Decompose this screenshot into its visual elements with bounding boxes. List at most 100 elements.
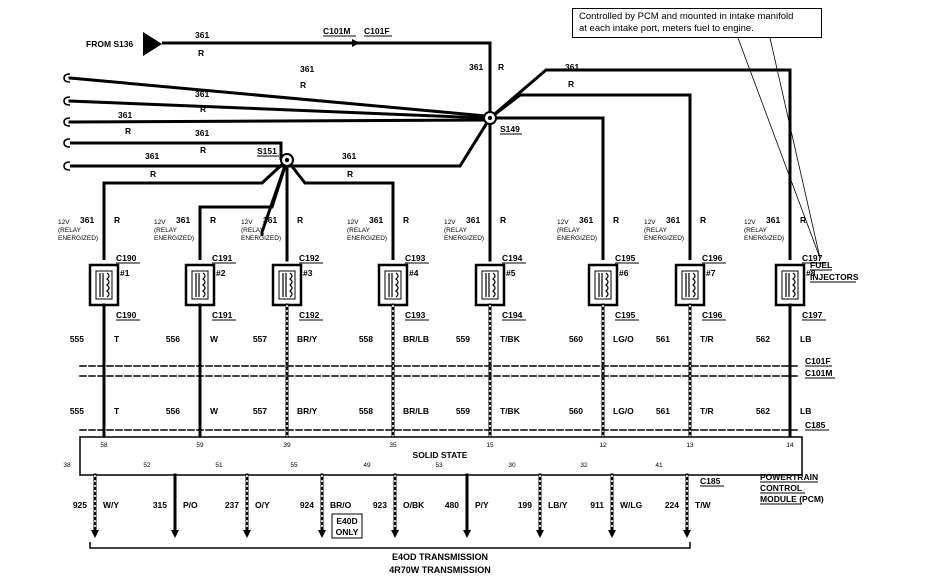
injector-1-out-circuit: 555: [70, 334, 84, 344]
output-7-pin: 30: [508, 462, 516, 469]
injector-8-out-color-2: LB: [800, 406, 811, 416]
feed-0-color: R: [300, 80, 306, 90]
pcm-module-label-0: POWERTRAIN: [760, 472, 818, 482]
output-4-note-box: [331, 513, 363, 539]
transmission-label-2: 4R70W TRANSMISSION: [389, 565, 491, 575]
injector-4-pcm-pin: 35: [389, 442, 397, 449]
pcm-module-label-2: MODULE (PCM): [760, 494, 824, 504]
injector-8-out-color: LB: [800, 334, 811, 344]
injector-8-in-circuit: 361: [766, 215, 780, 225]
injector-7-voltage-0: 12V: [644, 219, 656, 226]
injector-1-voltage-0: 12V: [58, 219, 70, 226]
wire-layer: [63, 32, 821, 549]
injector-3-in-circuit: 361: [263, 215, 277, 225]
injector-8-number: #8: [806, 268, 816, 278]
conn-c101f-top: C101F: [364, 26, 390, 36]
injector-3-pcm-pin: 39: [283, 442, 291, 449]
injector-3-out-circuit-2: 557: [253, 406, 267, 416]
splice-s151-center: [284, 157, 290, 163]
c101f-label: C101F: [805, 356, 831, 366]
feed-4-circuit: 361: [145, 151, 159, 161]
injector-4-in-color: R: [403, 215, 409, 225]
injector-8-out-circuit: 562: [756, 334, 770, 344]
injector-4-out-circuit-2: 558: [359, 406, 373, 416]
injector-8-coil-icon: [792, 272, 796, 298]
injector-5-out-color: T/BK: [500, 334, 521, 344]
injector-4-coil-box: [384, 270, 402, 300]
feed-s151-circuit: 361: [342, 151, 356, 161]
injector-6-coil-box: [594, 270, 612, 300]
injector-1-voltage-1: (RELAY: [58, 227, 82, 234]
output-5-arrow-icon: [391, 530, 399, 538]
injector-8-voltage-2: ENERGIZED): [744, 235, 784, 242]
pcm-solid-state-label: SOLID STATE: [413, 450, 468, 460]
splice-s149-label: S149: [500, 124, 520, 134]
injector-6-number: #6: [619, 268, 629, 278]
output-8-color: W/LG: [620, 500, 643, 510]
output-8-circuit: 911: [590, 500, 604, 510]
injector-2-voltage-1: (RELAY: [154, 227, 178, 234]
feed-3-color: R: [200, 145, 206, 155]
injector-1-in-circuit: 361: [80, 215, 94, 225]
injector-2-out-color-2: W: [210, 406, 219, 416]
injector-2-in-color: R: [210, 215, 216, 225]
output-9-arrow-icon: [683, 530, 691, 538]
injector-4-voltage-1: (RELAY: [347, 227, 371, 234]
branch-inj4: [285, 159, 395, 260]
output-1-arrow-icon: [91, 530, 99, 538]
from-s136-label: FROM S136: [86, 39, 134, 49]
injector-2-out-circuit: 556: [166, 334, 180, 344]
injector-5-out-circuit-2: 559: [456, 406, 470, 416]
output-3-circuit: 237: [225, 500, 239, 510]
injector-6-voltage-2: ENERGIZED): [557, 235, 597, 242]
injector-6-out-circuit: 560: [569, 334, 583, 344]
feed-wire-inj6: [490, 116, 605, 260]
harness-break-0: [63, 73, 71, 83]
feed-s151-color: R: [347, 169, 353, 179]
injector-3-coil-box: [278, 270, 296, 300]
output-6-circuit: 480: [445, 500, 459, 510]
output-9-pin: 41: [655, 462, 663, 469]
feed-wire-3: [70, 141, 283, 160]
injector-5-voltage-1: (RELAY: [444, 227, 468, 234]
c185-label-top: C185: [805, 420, 826, 430]
output-3-arrow-icon: [243, 530, 251, 538]
injector-6-conn-bottom: C195: [615, 310, 636, 320]
branch-inj2: [198, 159, 289, 260]
harness-break-4: [63, 161, 71, 171]
fuel-injectors-label-2: INJECTORS: [810, 272, 859, 282]
pcm-block: [79, 436, 803, 476]
injector-4-out-color: BR/LB: [403, 334, 429, 344]
injector-7-conn-top: C196: [702, 253, 723, 263]
injector-8-voltage-1: (RELAY: [744, 227, 768, 234]
transmission-label-1: E4OD TRANSMISSION: [392, 552, 488, 562]
injector-4-conn-top: C193: [405, 253, 426, 263]
output-8-pin: 32: [580, 462, 588, 469]
injector-4-voltage-0: 12V: [347, 219, 359, 226]
output-4-color: BR/O: [330, 500, 352, 510]
injector-8-in-color: R: [800, 215, 806, 225]
injector-7-number: #7: [706, 268, 716, 278]
injector-6-voltage-0: 12V: [557, 219, 569, 226]
feed-3-circuit: 361: [195, 128, 209, 138]
output-3-color: O/Y: [255, 500, 270, 510]
feed-wire-inj7: [489, 93, 692, 260]
connector-m-triangle: [143, 32, 162, 56]
injector-8-voltage-0: 12V: [744, 219, 756, 226]
injector-1-coil-box: [95, 270, 113, 300]
output-2-pin: 52: [143, 462, 151, 469]
feed-color: R: [198, 48, 204, 58]
injector-2-number: #2: [216, 268, 226, 278]
feed-s149-color: R: [498, 62, 504, 72]
injector-3-out-circuit: 557: [253, 334, 267, 344]
injector-5-voltage-2: ENERGIZED): [444, 235, 484, 242]
injector-callout: Controlled by PCM and mounted in intake …: [572, 8, 822, 38]
feed-wire-4: [70, 117, 492, 168]
output-1-pin: 38: [63, 462, 71, 469]
injector-1-out-color: T: [114, 334, 120, 344]
injector-7-in-circuit: 361: [666, 215, 680, 225]
injector-2-coil-box: [191, 270, 209, 300]
harness-break-3: [63, 138, 71, 148]
output-6-arrow-icon: [463, 530, 471, 538]
